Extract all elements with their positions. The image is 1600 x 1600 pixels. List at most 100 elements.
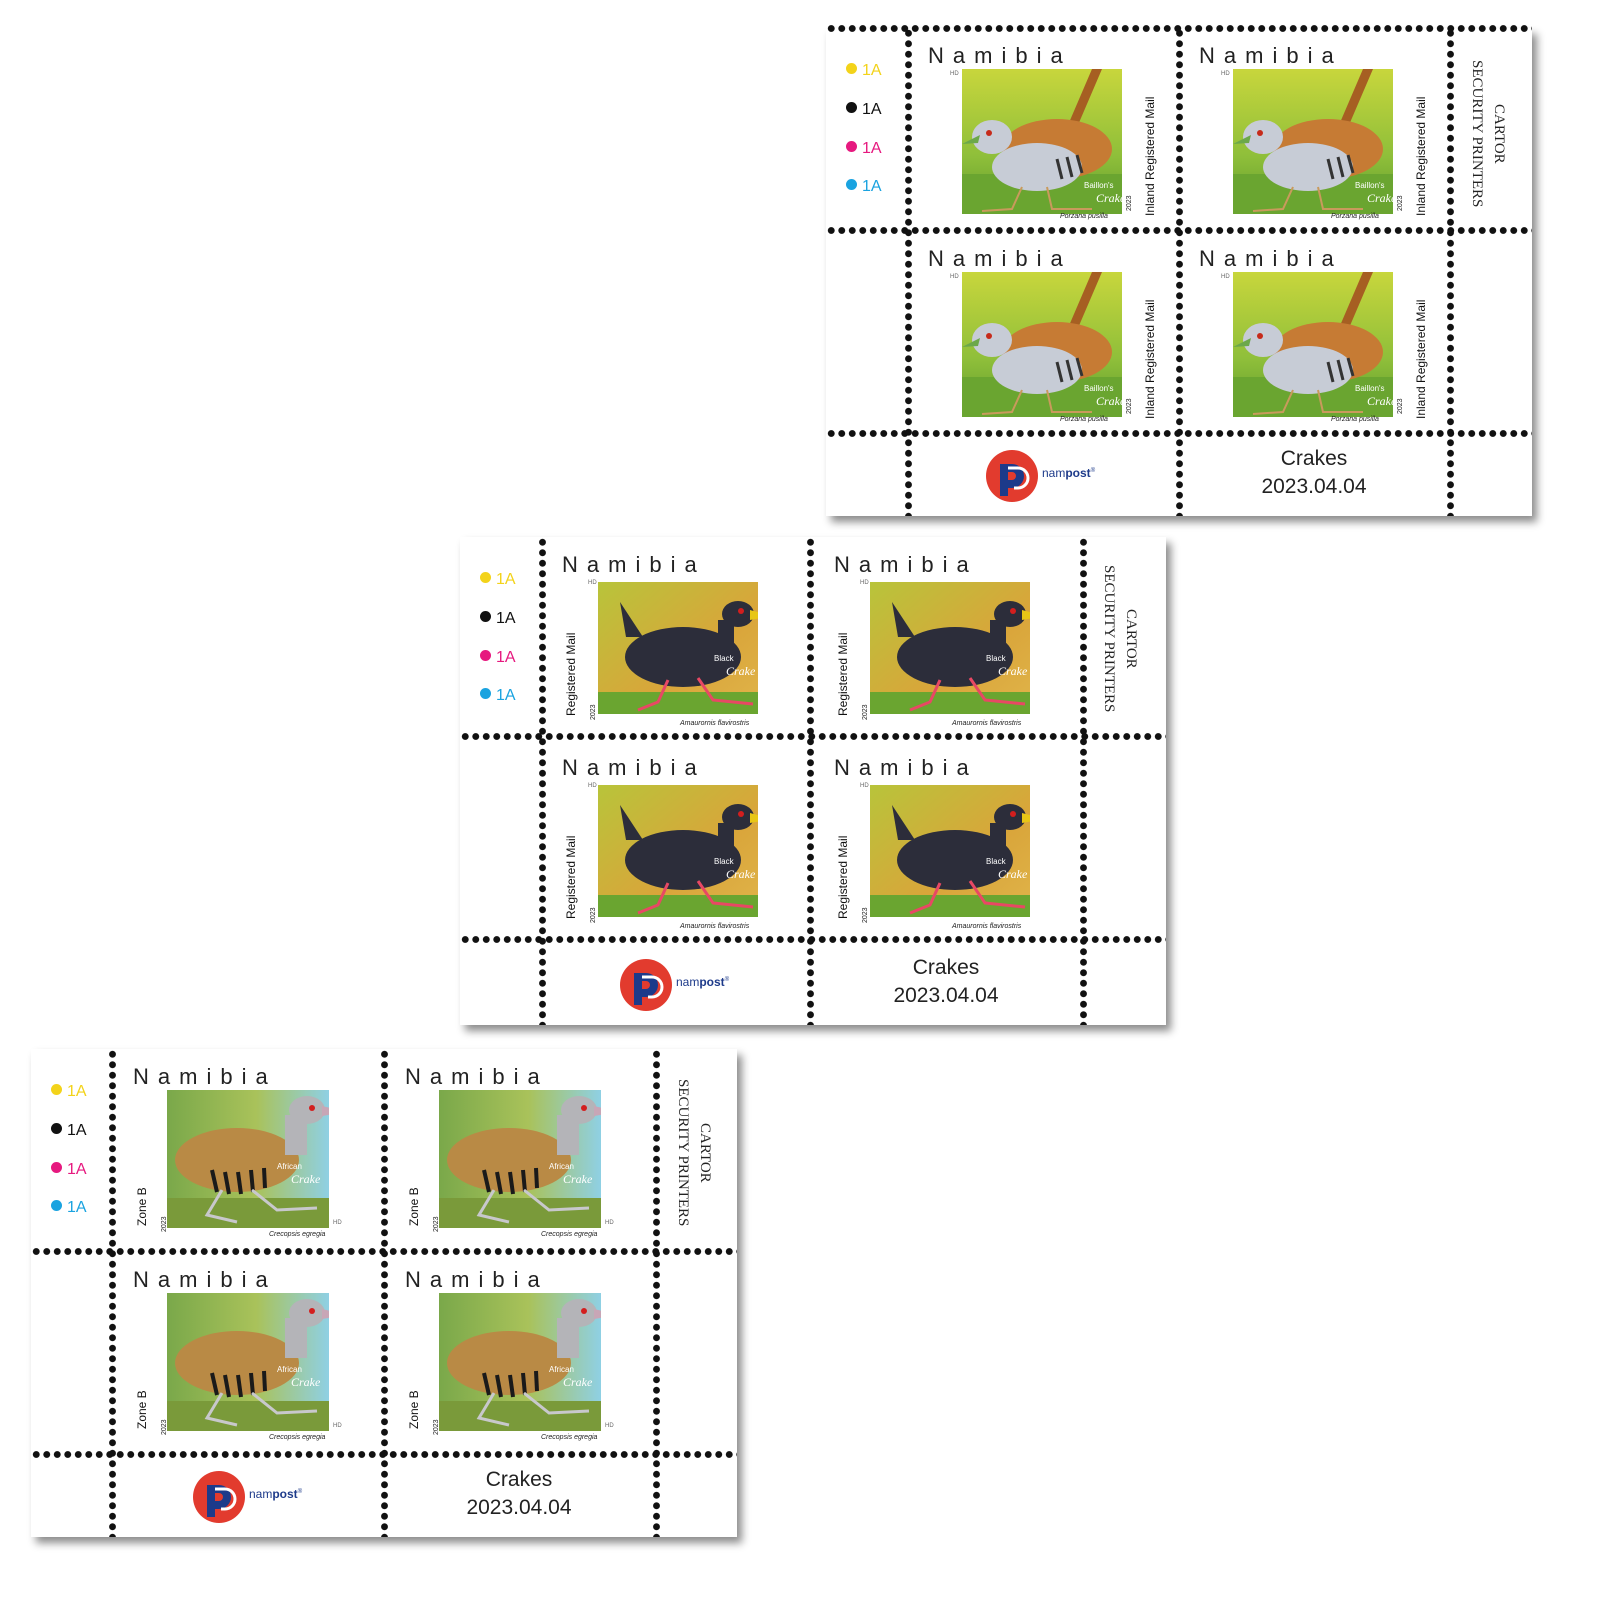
nampost-wordmark: nampost® [676, 975, 730, 989]
stamp-artwork [1233, 272, 1393, 417]
stamp-year: 2023 [1397, 195, 1404, 211]
stamp-artwork [167, 1293, 329, 1431]
stamp-value-label: Zone B [407, 1390, 421, 1429]
bird-name-line2: Crake [998, 867, 1028, 881]
perforation-column [538, 537, 547, 1025]
stamp: Namibia HD Black Crake Amaurornis flavir… [544, 542, 804, 732]
stamp-value-label: Inland Registered Mail [1414, 299, 1428, 419]
designer-initials: HD [1221, 274, 1230, 280]
stamp-year: 2023 [161, 1419, 168, 1435]
nampost-logo-icon [986, 450, 1038, 502]
color-code-label: 1A [496, 687, 516, 704]
stamp: Namibia HD Baillon's Crake Porzana pusil… [1181, 236, 1441, 426]
stamp: Namibia HD Black Crake Amaurornis flavir… [816, 745, 1076, 935]
country-name: Namibia [562, 552, 706, 577]
stamp-year: 2023 [1397, 398, 1404, 414]
color-code-label: 1A [496, 571, 516, 588]
scientific-name: Crecopsis egregia [541, 1231, 598, 1238]
stamp-year: 2023 [862, 704, 869, 720]
stamp-year: 2023 [161, 1216, 168, 1232]
color-code-label: 1A [67, 1161, 87, 1178]
country-name: Namibia [1199, 246, 1343, 271]
perforation-column [652, 1049, 661, 1537]
stamp-value-label: Registered Mail [836, 632, 850, 716]
stamp-artwork [439, 1090, 601, 1228]
stamp-artwork [598, 582, 758, 714]
stamp-value-label: Registered Mail [564, 835, 578, 919]
stamp-year: 2023 [590, 704, 597, 720]
country-name: Namibia [928, 43, 1072, 68]
nampost-wordmark: nampost® [1042, 466, 1096, 480]
black-crake-icon [598, 785, 758, 917]
color-code-label: 1A [862, 101, 882, 118]
bird-name-line2: Crake [726, 867, 756, 881]
bird-name-line1: Black [986, 857, 1006, 866]
bird-name-line1: African [277, 1162, 302, 1171]
stamp-year: 2023 [1126, 398, 1133, 414]
country-name: Namibia [405, 1267, 549, 1292]
black-crake-icon [870, 582, 1030, 714]
bird-name-line1: African [277, 1365, 302, 1374]
color-code-label: 1A [496, 610, 516, 627]
scientific-name: Amaurornis flavirostris [952, 720, 1022, 727]
color-code-cyan: 1A [480, 687, 516, 705]
bird-name-line1: African [549, 1365, 574, 1374]
designer-initials: HD [860, 783, 869, 789]
stamp: Namibia HD African Crake Crecopsis egreg… [115, 1054, 375, 1244]
designer-initials: HD [588, 580, 597, 586]
black-crake-icon [598, 582, 758, 714]
bird-name-line2: Crake [998, 664, 1028, 678]
stamp: Namibia HD Black Crake Amaurornis flavir… [544, 745, 804, 935]
color-code-label: 1A [67, 1199, 87, 1216]
perforation-column [1446, 28, 1455, 516]
designer-initials: HD [950, 71, 959, 77]
bird-name-line1: Baillon's [1084, 384, 1114, 393]
stamp-value-label: Zone B [135, 1187, 149, 1226]
scientific-name: Amaurornis flavirostris [680, 720, 750, 727]
stamp-year: 2023 [433, 1419, 440, 1435]
designer-initials: HD [860, 580, 869, 586]
color-code-magenta: 1A [51, 1161, 87, 1179]
country-name: Namibia [405, 1064, 549, 1089]
color-code-yellow: 1A [480, 571, 516, 589]
stamp-value-label: Inland Registered Mail [1414, 96, 1428, 216]
scientific-name: Crecopsis egregia [541, 1434, 598, 1441]
color-code-cyan: 1A [51, 1199, 87, 1217]
color-code-black: 1A [480, 610, 516, 628]
stamp-artwork [870, 785, 1030, 917]
perforation-column [1175, 28, 1184, 516]
scientific-name: Crecopsis egregia [269, 1231, 326, 1238]
color-code-black: 1A [51, 1122, 87, 1140]
baillons-crake-icon [962, 69, 1122, 214]
issue-date: 2023.04.04 [466, 1496, 572, 1519]
color-code-label: 1A [862, 178, 882, 195]
issue-title: Crakes [1280, 447, 1348, 470]
bird-name-line2: Crake [291, 1172, 321, 1186]
designer-initials: HD [333, 1220, 342, 1226]
designer-initials: HD [1221, 71, 1230, 77]
bird-name-line2: Crake [1096, 191, 1126, 205]
stamp-year: 2023 [1126, 195, 1133, 211]
country-name: Namibia [834, 552, 978, 577]
color-code-yellow: 1A [846, 62, 882, 80]
bird-name-line1: Black [714, 857, 734, 866]
color-code-magenta: 1A [846, 140, 882, 158]
baillons-crake-icon [962, 272, 1122, 417]
stamp-year: 2023 [862, 907, 869, 923]
stamp-artwork [1233, 69, 1393, 214]
baillons-crake-icon [1233, 69, 1393, 214]
nampost-logo-icon [620, 959, 672, 1011]
color-code-label: 1A [862, 62, 882, 79]
nampost-logo-icon [193, 1471, 245, 1523]
stamp: Namibia HD Baillon's Crake Porzana pusil… [910, 33, 1170, 223]
stamp-value-label: Zone B [407, 1187, 421, 1226]
stamp-artwork [962, 69, 1122, 214]
designer-initials: HD [950, 274, 959, 280]
stamp-artwork [167, 1090, 329, 1228]
